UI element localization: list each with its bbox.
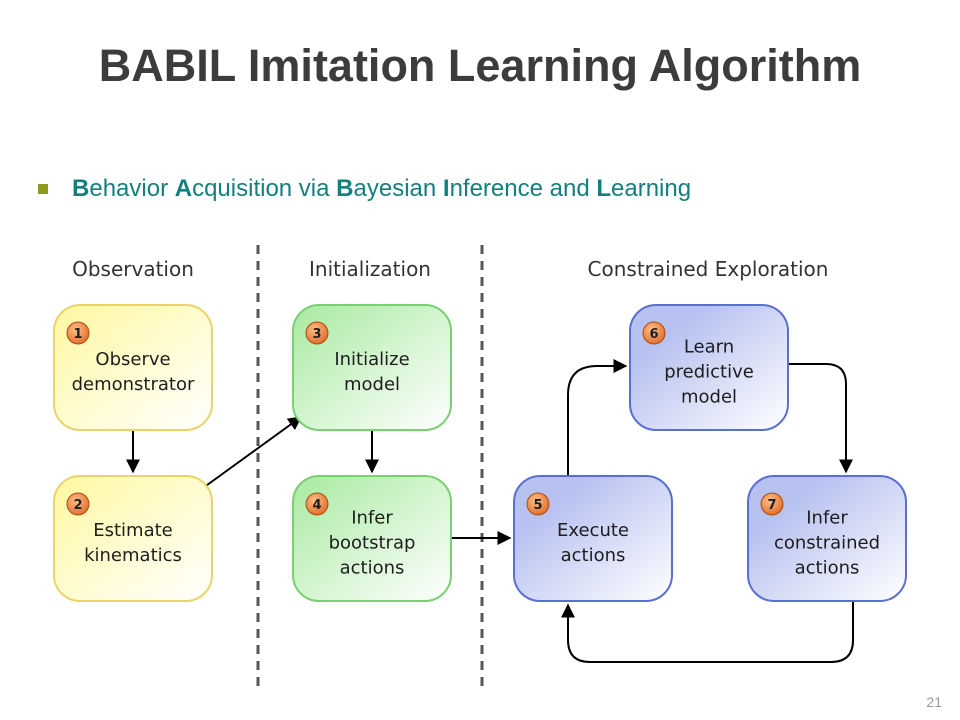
node-box (53, 304, 213, 431)
node-label-line: model (681, 387, 737, 408)
bullet-square-icon (38, 184, 48, 194)
section-exploration-label: Constrained Exploration (588, 257, 829, 281)
subtitle-part: B (72, 175, 90, 202)
section-observation-label: Observation (72, 257, 194, 281)
subtitle-part: A (174, 175, 193, 202)
edge-n2-to-n3 (202, 416, 303, 489)
edge-n6-to-n7 (788, 363, 853, 474)
node-box (292, 475, 452, 602)
step-number: 5 (533, 498, 542, 513)
subtitle-text: Behavior Acquisition via Bayesian Infere… (72, 175, 691, 203)
node-box (629, 304, 789, 431)
node-label-line: constrained (774, 533, 880, 554)
step-number: 2 (73, 498, 82, 513)
node-box (292, 304, 452, 431)
step-number: 4 (312, 498, 321, 513)
subtitle-part: L (596, 175, 612, 202)
node-label-line: Initialize (334, 349, 409, 370)
node-label-line: Infer (806, 508, 848, 529)
subtitle-part: ehavior (89, 175, 175, 202)
step-badge-icon (66, 321, 90, 345)
node-label-line: demonstrator (72, 374, 195, 395)
node-label-line: model (344, 374, 400, 395)
node-label-line: predictive (664, 362, 754, 383)
subtitle-part: I (442, 175, 450, 202)
node-label-line: Execute (557, 520, 629, 541)
step-badge-icon (66, 492, 90, 516)
slide-title: BABIL Imitation Learning Algorithm (98, 40, 862, 91)
step-number: 3 (312, 327, 321, 342)
node-label-line: bootstrap (329, 533, 416, 554)
step-number: 7 (767, 498, 776, 513)
subtitle-part: B (336, 175, 354, 202)
node-box (53, 475, 213, 602)
step-badge-icon (305, 492, 329, 516)
node-box (747, 475, 907, 602)
subtitle-part: cquisition via (192, 175, 337, 202)
node-label-line: actions (340, 558, 405, 579)
node-label-line: Estimate (93, 520, 173, 541)
page-number: 21 (926, 694, 942, 710)
step-number: 6 (649, 327, 658, 342)
node-box (513, 475, 673, 602)
step-badge-icon (760, 492, 784, 516)
edge-n5-to-n6 (567, 359, 628, 476)
subtitle-part: ayesian (353, 175, 443, 202)
step-badge-icon (305, 321, 329, 345)
step-number: 1 (73, 327, 82, 342)
section-initialization-label: Initialization (309, 257, 431, 281)
step-badge-icon (526, 492, 550, 516)
node-label-line: kinematics (84, 545, 182, 566)
edge-n7-to-n5 (561, 601, 854, 663)
node-label-line: Observe (95, 349, 170, 370)
step-badge-icon (642, 321, 666, 345)
edges-layer (126, 359, 854, 663)
node-label-line: actions (795, 558, 860, 579)
bullet-item: Behavior Acquisition via Bayesian Infere… (38, 171, 691, 207)
node-label-line: actions (561, 545, 626, 566)
node-label-line: Infer (351, 508, 393, 529)
subtitle-part: nference and (449, 175, 597, 202)
subtitle-part: earning (611, 175, 692, 202)
node-label-line: Learn (684, 337, 734, 358)
